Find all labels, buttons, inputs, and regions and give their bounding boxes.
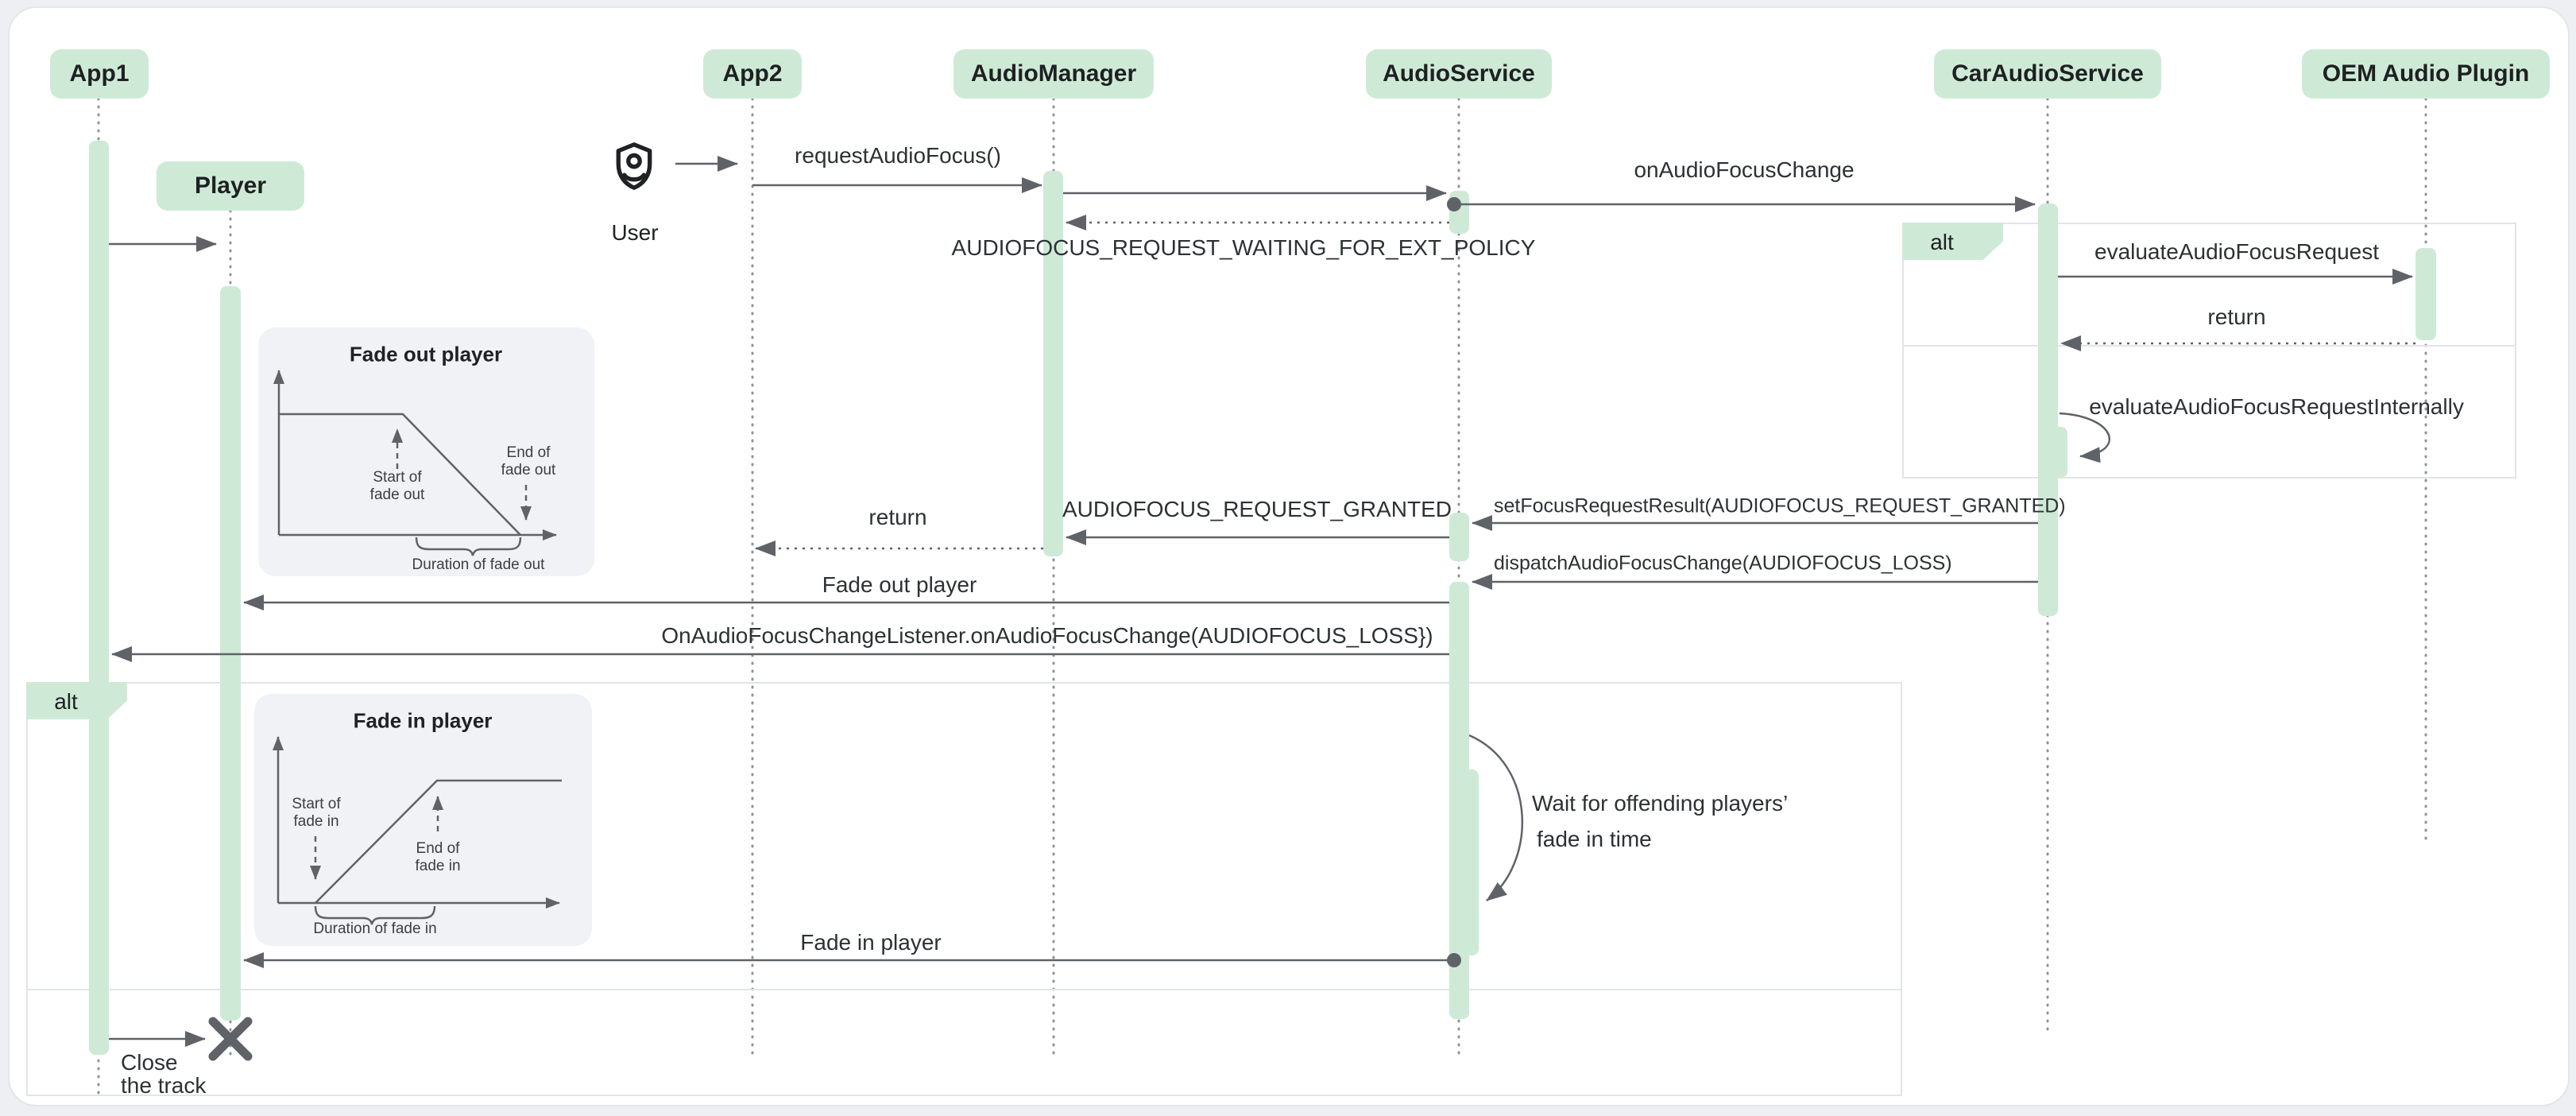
- alt-bottom-label: alt: [54, 689, 78, 714]
- fade-in-duration-label: Duration of fade in: [313, 920, 437, 937]
- msg-granted: AUDIOFOCUS_REQUEST_GRANTED: [1062, 497, 1452, 521]
- msg-dispatch-loss: dispatchAudioFocusChange(AUDIOFOCUS_LOSS…: [1494, 552, 1952, 575]
- participant-audiomanager: AudioManager: [953, 49, 1154, 99]
- msg-fade-out: Fade out player: [822, 572, 977, 597]
- msg-waiting: AUDIOFOCUS_REQUEST_WAITING_FOR_EXT_POLIC…: [951, 235, 1536, 260]
- alt-top-label: alt: [1930, 230, 1954, 254]
- msg-set-focus-result: setFocusRequestResult(AUDIOFOCUS_REQUEST…: [1494, 494, 2066, 517]
- activation-audioservice-1: [1449, 191, 1469, 234]
- fade-in-start-label: Start of fade in: [292, 796, 341, 830]
- msg-fade-in: Fade in player: [800, 930, 942, 955]
- alt-tab-bottom: [26, 682, 127, 719]
- participant-app1: App1: [50, 49, 149, 99]
- alt-fragment-bottom-divider: [28, 989, 1901, 990]
- participant-caraudioservice: CarAudioService: [1934, 49, 2161, 99]
- alt-fragment-top-divider: [1904, 345, 2515, 347]
- fade-out-duration-label: Duration of fade out: [412, 556, 545, 573]
- activation-caraudioservice-nested: [2048, 427, 2067, 478]
- msg-return-evaluate: return: [2207, 304, 2266, 329]
- alt-tab-top: [1902, 223, 2003, 260]
- participant-app2: App2: [703, 49, 802, 99]
- fade-out-title: Fade out player: [349, 342, 503, 366]
- msg-on-audio-focus-change: onAudioFocusChange: [1634, 157, 1855, 182]
- participant-oem-audio-plugin: OEM Audio Plugin: [2302, 49, 2550, 99]
- alt-fragment-top: [1902, 223, 2516, 479]
- msg-close-line2: the track: [121, 1073, 207, 1098]
- fade-out-end-label: End of fade out: [501, 444, 556, 479]
- activation-caraudioservice: [2038, 203, 2058, 616]
- user-shield-icon: [616, 142, 652, 190]
- msg-wait-line1: Wait for offending players’: [1532, 791, 1789, 816]
- fade-in-end-label: End of fade in: [415, 840, 461, 874]
- alt-fragment-bottom: [26, 682, 1902, 1096]
- msg-listener-loss: OnAudioFocusChangeListener.onAudioFocusC…: [661, 623, 1433, 648]
- msg-evaluate: evaluateAudioFocusRequest: [2094, 239, 2380, 264]
- participant-audioservice: AudioService: [1366, 49, 1552, 99]
- msg-wait-line2: fade in time: [1537, 827, 1652, 851]
- msg-return-request: return: [868, 505, 927, 529]
- activation-audiomanager: [1043, 171, 1063, 556]
- fade-out-start-label: Start of fade out: [369, 469, 425, 503]
- msg-evaluate-internally: evaluateAudioFocusRequestInternally: [2089, 394, 2464, 419]
- fade-in-title: Fade in player: [353, 708, 493, 733]
- activation-audioservice-2: [1449, 513, 1469, 561]
- msg-close-line1: Close: [121, 1050, 178, 1075]
- object-player: Player: [157, 161, 304, 211]
- msg-request-audio-focus: requestAudioFocus(): [795, 143, 1001, 168]
- activation-audioservice-nested: [1459, 769, 1479, 955]
- activation-player: [220, 286, 241, 1021]
- user-label: User: [611, 220, 659, 245]
- activation-oem: [2415, 248, 2436, 340]
- activation-app1: [89, 141, 109, 1055]
